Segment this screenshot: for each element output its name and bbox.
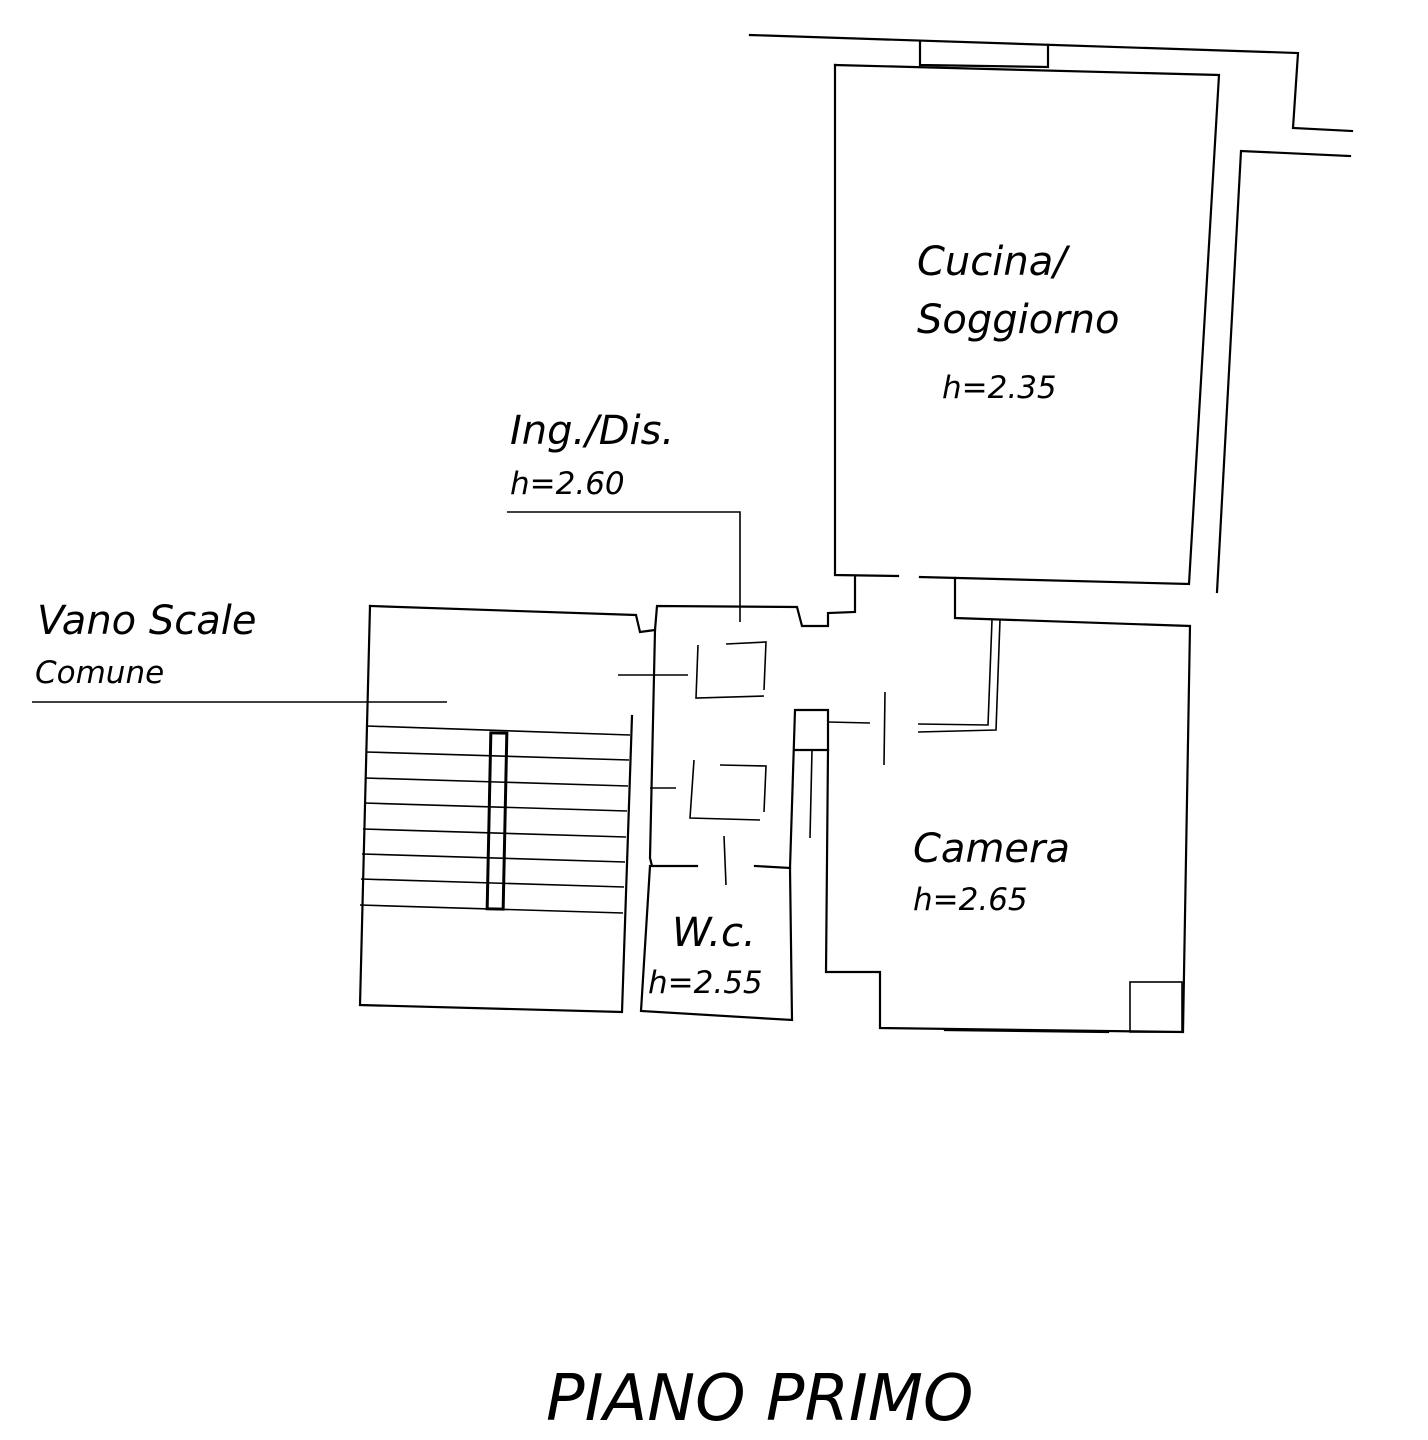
wc-walls [639, 864, 794, 1022]
hallway-height: h=2.60 [510, 466, 625, 502]
wc-height: h=2.55 [648, 965, 763, 1001]
staircase-note: Comune [35, 655, 164, 691]
staircase-label: Vano Scale [37, 598, 256, 644]
kitchen-height: h=2.35 [942, 370, 1057, 406]
bedroom-label: Camera [913, 826, 1070, 872]
bedroom-height: h=2.65 [913, 882, 1028, 918]
leader-lines [32, 511, 741, 703]
stair-railing [485, 731, 509, 911]
hallway-walls [618, 628, 871, 886]
staircase [358, 604, 634, 1014]
kitchen-walls [368, 63, 1221, 634]
stair-steps [359, 725, 631, 914]
wc-label: W.c. [672, 910, 756, 956]
kitchen-label-line2: Soggiorno [917, 297, 1120, 343]
bedroom-walls [824, 576, 1192, 1034]
floor-title: PIANO PRIMO [546, 1362, 973, 1436]
neighbor-outline [748, 33, 1354, 594]
hallway-label: Ing./Dis. [510, 408, 674, 454]
kitchen-label-line1: Cucina/ [917, 239, 1071, 285]
